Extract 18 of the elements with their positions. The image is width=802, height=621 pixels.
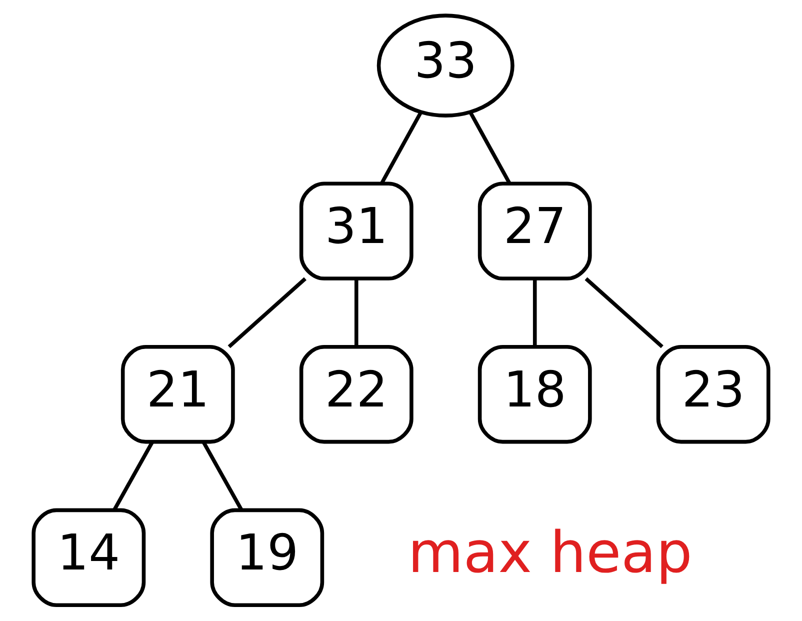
connector <box>584 277 664 348</box>
connector <box>228 277 306 348</box>
node-box: 19 <box>210 508 324 608</box>
connector <box>468 112 512 184</box>
label: max heap <box>408 520 692 586</box>
node-box: 18 <box>478 345 592 444</box>
node-ellipse: 33 <box>376 14 514 118</box>
node-box: 22 <box>299 345 414 444</box>
connector <box>532 279 537 346</box>
node-box: 31 <box>299 182 414 280</box>
connector <box>202 441 244 511</box>
node-box: 23 <box>656 345 770 444</box>
connector <box>380 112 422 184</box>
connector <box>354 279 358 346</box>
node-box: 27 <box>478 182 592 280</box>
node-box: 21 <box>120 345 235 444</box>
node-box: 14 <box>32 508 146 608</box>
connector <box>112 441 154 511</box>
